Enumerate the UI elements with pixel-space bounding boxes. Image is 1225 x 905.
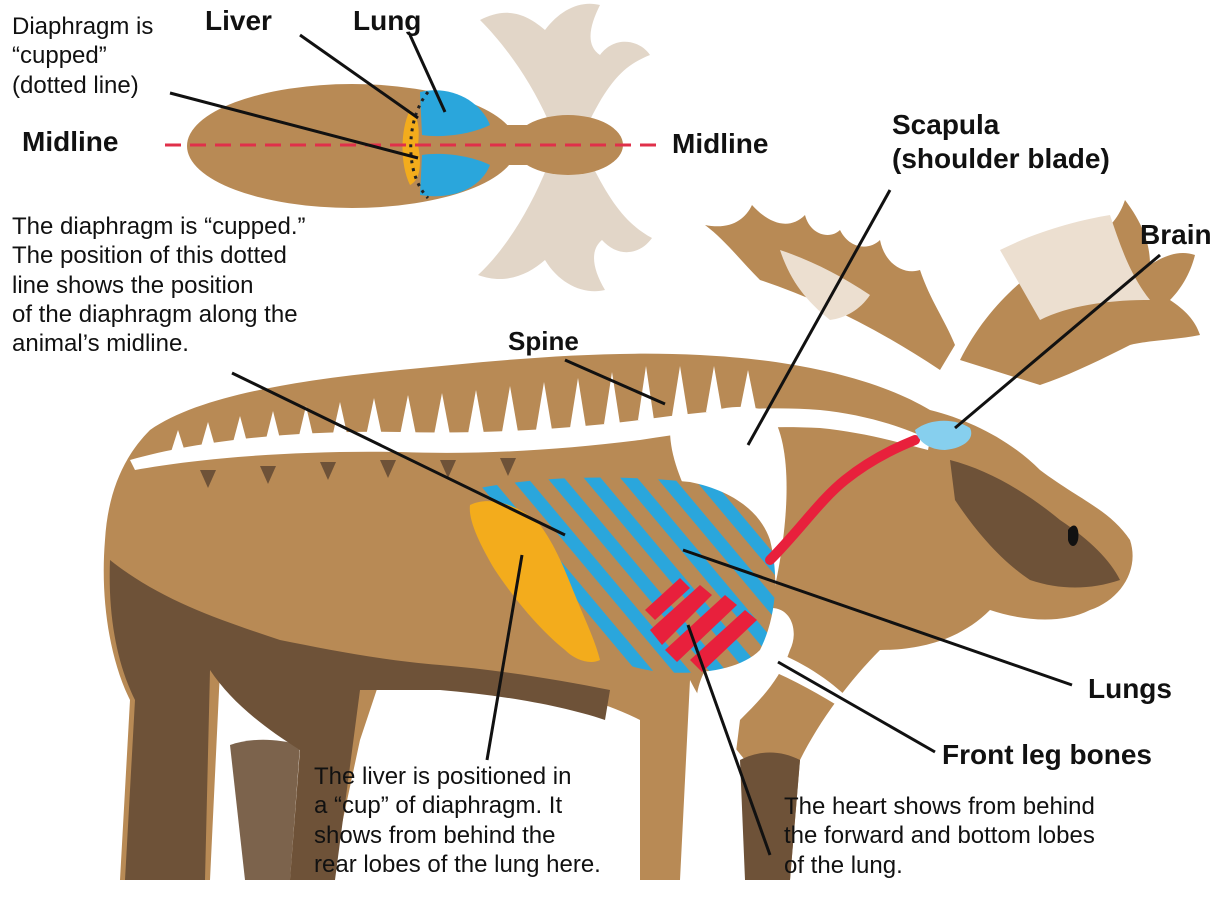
diaphragm-note: The diaphragm is “cupped.” The position …: [12, 212, 305, 358]
midline-label-right: Midline: [672, 127, 768, 161]
liver-note: The liver is positioned in a “cup” of di…: [314, 762, 601, 879]
top-view-antler-lower: [478, 165, 652, 291]
scapula-label: Scapula (shoulder blade): [892, 108, 1110, 176]
lungs-label: Lungs: [1088, 672, 1172, 706]
liver-label: Liver: [205, 4, 272, 38]
spine-label: Spine: [508, 326, 579, 358]
top-view-antler-upper: [480, 4, 650, 120]
midline-label-left: Midline: [22, 125, 118, 159]
brain-label: Brain: [1140, 218, 1212, 252]
top-view-lung-upper: [420, 90, 490, 136]
moose-eye: [1068, 525, 1078, 546]
heart-note: The heart shows from behind the forward …: [784, 792, 1095, 880]
front-leg-bones-label: Front leg bones: [942, 738, 1152, 772]
diaphragm-cupped-label: Diaphragm is “cupped” (dotted line): [12, 12, 153, 100]
lung-label: Lung: [353, 4, 421, 38]
